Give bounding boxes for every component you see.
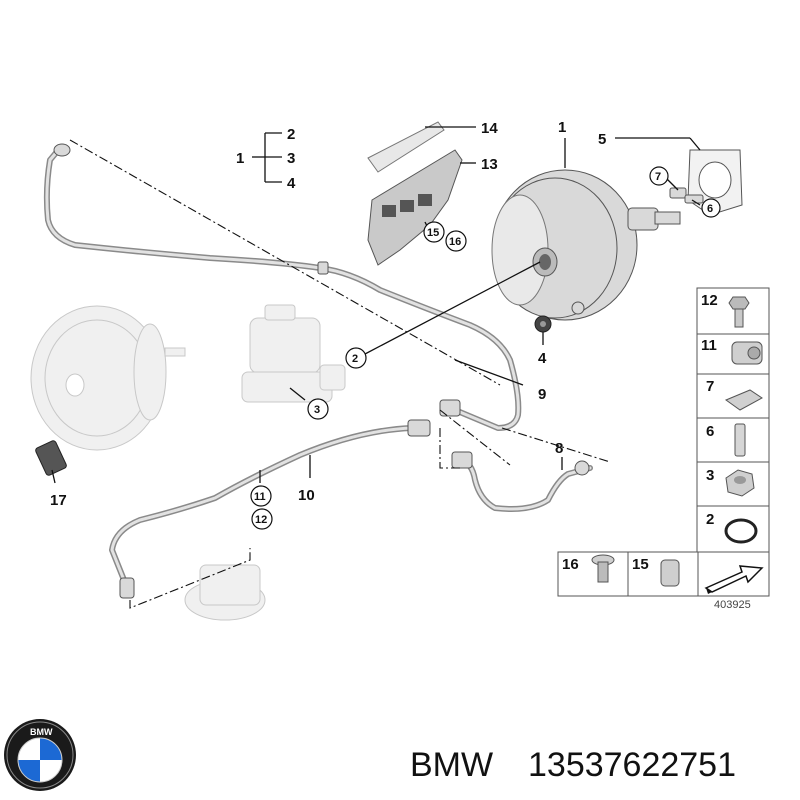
legend-label-2: 2	[706, 511, 714, 528]
callout-10: 10	[298, 487, 315, 504]
legend-label-15: 15	[632, 556, 649, 573]
callout-8: 8	[555, 440, 563, 457]
part-number: 13537622751	[528, 746, 736, 784]
tree-child-2: 2	[287, 126, 295, 143]
diagram-number: 403925	[714, 599, 751, 611]
callout-12-circled: 12	[255, 514, 267, 526]
callout-6-circled: 6	[707, 203, 713, 215]
clip-7-and-6	[669, 187, 704, 204]
callout-2-circled: 2	[352, 353, 358, 365]
screw-icon	[591, 554, 615, 583]
callout-labels: 1 1 2 3 4 14 13 5 4 9 8 10 17 7 6 15 16 …	[50, 119, 721, 530]
tree-child-4: 4	[287, 175, 296, 192]
legend-column: 12 11 7 6 3 2	[557, 287, 770, 611]
bracket-14	[367, 121, 445, 173]
o-ring-icon	[724, 518, 758, 544]
brake-booster-1	[491, 169, 681, 321]
ghost-master-cylinder	[241, 304, 346, 403]
legend-label-11: 11	[701, 337, 717, 354]
ghost-brake-booster	[30, 305, 186, 451]
callout-4: 4	[538, 350, 547, 367]
callout-3-circled: 3	[314, 404, 320, 416]
vacuum-line-9	[43, 143, 522, 431]
tree-root-label: 1	[236, 150, 244, 167]
legend-label-7: 7	[706, 378, 714, 395]
arrow-icon	[704, 565, 764, 594]
callout-9: 9	[538, 386, 546, 403]
legend-label-6: 6	[706, 423, 714, 440]
pin-icon	[734, 423, 746, 457]
ghost-vacuum-pump	[184, 564, 266, 621]
leader-lines	[51, 126, 701, 609]
nut-icon	[725, 469, 755, 497]
callout-14: 14	[481, 120, 498, 137]
grommet-4	[534, 315, 552, 333]
clamp-icon	[731, 341, 763, 365]
callout-5: 5	[598, 131, 606, 148]
brand-name: BMW	[410, 746, 493, 784]
callout-7-circled: 7	[655, 171, 661, 183]
sensor-17	[35, 440, 67, 476]
tree-child-3: 3	[287, 150, 295, 167]
callout-11-circled: 11	[254, 491, 266, 503]
vacuum-line-8	[451, 451, 593, 512]
legend-label-16: 16	[562, 556, 579, 573]
bmw-logo: BMW	[4, 719, 76, 791]
callout-15-circled: 15	[427, 227, 439, 239]
callout-1: 1	[558, 119, 566, 136]
callout-16-circled: 16	[449, 236, 461, 248]
bolt-icon	[728, 296, 750, 328]
clip-icon	[724, 389, 763, 411]
callout-17: 17	[50, 492, 67, 509]
legend-label-3: 3	[706, 467, 714, 484]
legend-label-12: 12	[701, 292, 718, 309]
nut-clip-icon	[660, 559, 680, 587]
vacuum-line-10	[109, 399, 461, 599]
callout-13: 13	[481, 156, 498, 173]
logo-lettering: BMW	[30, 727, 53, 737]
